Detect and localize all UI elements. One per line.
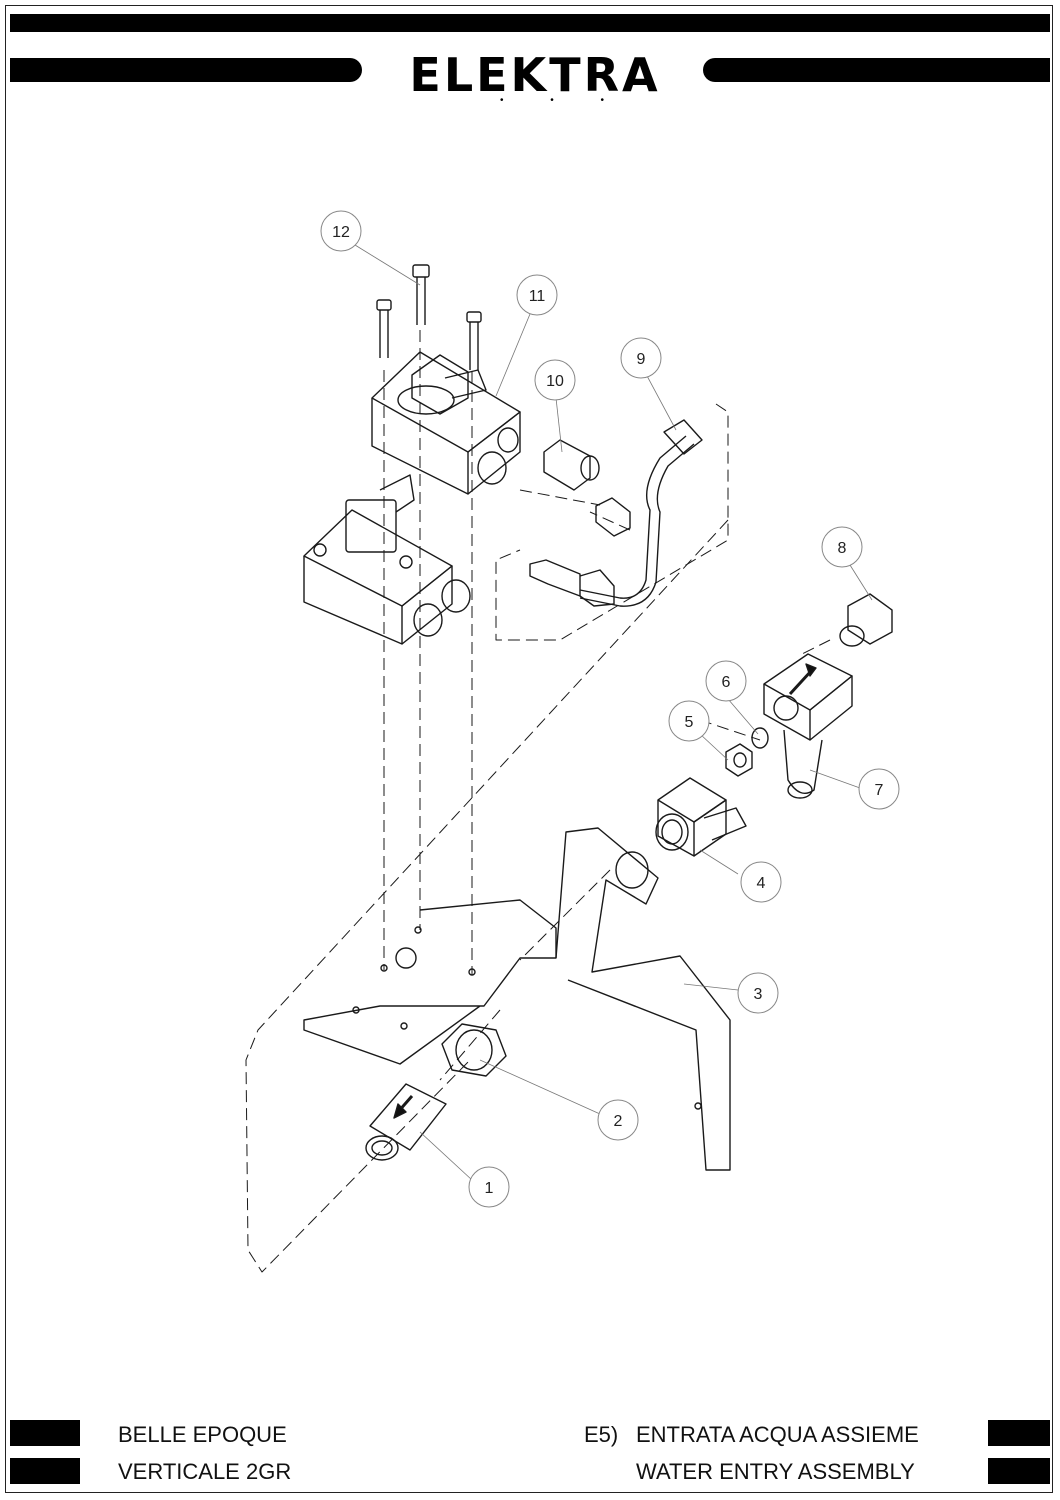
brand-dots: • • • bbox=[500, 95, 627, 106]
brand-name: ELEKTRA bbox=[409, 48, 661, 102]
callout-4: 4 bbox=[740, 861, 782, 903]
section-code: E5) bbox=[584, 1422, 619, 1447]
callout-label: 5 bbox=[685, 714, 694, 731]
callout-label: 10 bbox=[546, 373, 564, 390]
header-bar-right bbox=[703, 58, 1050, 82]
callout-10: 10 bbox=[534, 359, 576, 401]
mounting-bracket bbox=[303, 827, 731, 1171]
model-name: BELLE EPOQUE bbox=[118, 1422, 287, 1447]
header-top-bar bbox=[10, 14, 1050, 32]
callout-label: 1 bbox=[485, 1180, 494, 1197]
fitting-part bbox=[543, 439, 600, 491]
check-valve bbox=[365, 1083, 447, 1161]
elbow-fitting-8 bbox=[839, 593, 893, 647]
footer-bar-right-bottom bbox=[988, 1458, 1050, 1484]
callout-2: 2 bbox=[597, 1099, 639, 1141]
brand-logo: ELEKTRA • • • bbox=[380, 40, 690, 110]
callout-bubbles: 1 2 3 4 5 6 7 8 9 10 11 12 bbox=[320, 210, 900, 1208]
callout-9: 9 bbox=[620, 337, 662, 379]
page-frame bbox=[5, 5, 1053, 1493]
callout-leader-lines bbox=[354, 244, 873, 1181]
solenoid-valve-upper bbox=[371, 351, 521, 495]
model-variant: VERTICALE 2GR bbox=[118, 1459, 292, 1484]
callout-label: 7 bbox=[875, 782, 884, 799]
tee-fitting bbox=[655, 777, 747, 857]
footer-bar-left-top bbox=[10, 1420, 80, 1446]
header-bar-left bbox=[10, 58, 362, 82]
callout-label: 4 bbox=[757, 875, 766, 892]
callout-label: 12 bbox=[332, 224, 350, 241]
callout-1: 1 bbox=[468, 1166, 510, 1208]
callout-12: 12 bbox=[320, 210, 362, 252]
callout-8: 8 bbox=[821, 526, 863, 568]
callout-label: 8 bbox=[838, 540, 847, 557]
flow-meter bbox=[763, 653, 853, 799]
dashed-guide-lines bbox=[245, 330, 831, 1273]
callout-label: 2 bbox=[614, 1113, 623, 1130]
footer-bar-left-bottom bbox=[10, 1458, 80, 1484]
flexible-hose bbox=[529, 419, 703, 607]
screw-part bbox=[376, 264, 482, 370]
section-title-english: WATER ENTRY ASSEMBLY bbox=[636, 1459, 915, 1484]
callout-label: 6 bbox=[722, 674, 731, 691]
lock-nut bbox=[441, 1023, 507, 1077]
callout-label: 11 bbox=[529, 288, 546, 305]
washer-and-nut bbox=[725, 727, 769, 777]
callout-3: 3 bbox=[737, 972, 779, 1014]
solenoid-valve-lower bbox=[303, 474, 471, 645]
callout-7: 7 bbox=[858, 768, 900, 810]
callout-label: 3 bbox=[754, 986, 763, 1003]
callout-label: 9 bbox=[637, 351, 646, 368]
callout-5: 5 bbox=[668, 700, 710, 742]
section-title-italian: ENTRATA ACQUA ASSIEME bbox=[636, 1422, 919, 1447]
footer-bar-right-top bbox=[988, 1420, 1050, 1446]
callout-11: 11 bbox=[516, 274, 558, 316]
callout-6: 6 bbox=[705, 660, 747, 702]
